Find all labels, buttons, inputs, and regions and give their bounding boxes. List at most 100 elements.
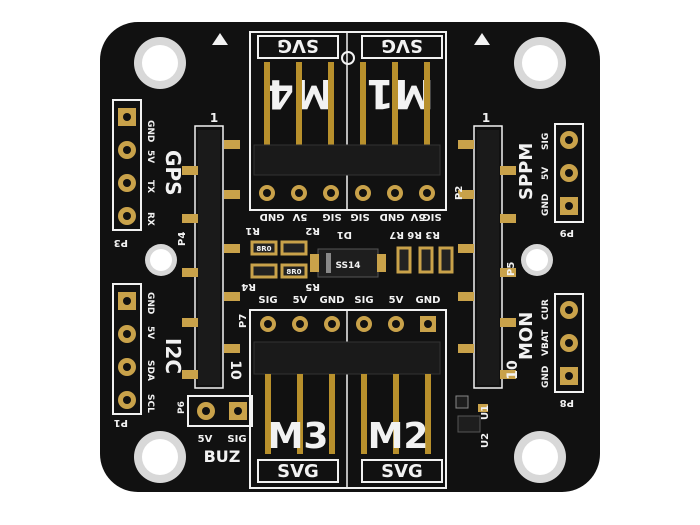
bottom-gold-pins: [265, 374, 431, 454]
buz-connector-outline: [187, 395, 253, 427]
svg-text:R3: R3: [425, 229, 440, 240]
left-header-outline: [194, 125, 224, 389]
bottom-header-plastic: [253, 341, 441, 375]
gps-label: GPS: [161, 150, 185, 195]
motor-label-m3: M3: [268, 416, 329, 457]
bottom-header-outline: [249, 309, 447, 489]
sppm-connector-outline: [554, 123, 584, 223]
svg-text:R7: R7: [389, 229, 404, 240]
right-header-pin-ten: 10: [505, 360, 521, 380]
top-svg-label-right: SVG: [381, 35, 423, 56]
i2c-pin-scl: SCL: [145, 394, 155, 413]
i2c-connector-outline: [112, 283, 142, 415]
sppm-pin-5v: 5V: [541, 167, 551, 180]
sppm-label: SPPM: [516, 143, 537, 200]
top-gold-pins: [264, 62, 430, 147]
i2c-pin-gnd: GND: [145, 292, 155, 314]
gps-ref: P3: [114, 237, 128, 248]
right-header-pins: [458, 140, 516, 379]
svg-text:GND: GND: [260, 211, 285, 222]
i2c-label: I2C: [161, 338, 185, 374]
gps-connector-outline: [112, 99, 142, 231]
bottom-svg-box-right: [361, 459, 443, 483]
reference-labels: R1 R2 D1 R7 R3 R4 R5 R6 P7 U1 U2: [238, 225, 491, 448]
svg-text:R2: R2: [305, 225, 320, 236]
top-svg-box-left: [257, 35, 339, 59]
svg-text:5V: 5V: [293, 295, 308, 306]
buz-pin-5v: 5V: [198, 434, 213, 445]
svg-text:SIG: SIG: [350, 211, 369, 222]
svg-text:R6: R6: [407, 229, 422, 240]
svg-text:GND: GND: [416, 295, 441, 306]
ref-p2: P2: [454, 186, 465, 200]
right-header-outline: [473, 125, 503, 389]
svg-text:D1: D1: [337, 229, 352, 240]
chip-u1: [455, 395, 469, 409]
svg-text:U2: U2: [480, 433, 491, 448]
svg-text:R1: R1: [245, 225, 260, 236]
bottom-pin-labels: SIG 5V GND SIG 5V GND: [258, 295, 440, 306]
top-svg-box-right: [361, 35, 443, 59]
resistor-marking-a: 8R0: [256, 245, 271, 253]
i2c-pin-5v: 5V: [145, 326, 155, 339]
left-header-pins: [182, 140, 240, 379]
ref-p4: P4: [177, 232, 188, 246]
mon-label: MON: [516, 312, 537, 360]
svg-text:GND: GND: [320, 295, 345, 306]
bottom-svg-label-left: SVG: [277, 461, 319, 482]
resistor-marking-b: 8R0: [286, 268, 301, 276]
buz-pin-sig: SIG: [227, 434, 246, 445]
svg-text:5V: 5V: [410, 211, 425, 222]
buz-ref: P6: [177, 401, 187, 414]
top-svg-label-left: SVG: [277, 35, 319, 56]
sppm-ref: P9: [560, 227, 574, 238]
svg-text:U1: U1: [480, 405, 491, 420]
ref-p5: P5: [506, 262, 517, 276]
top-header-outline: [249, 31, 447, 211]
svg-text:SIG: SIG: [354, 295, 373, 306]
gps-pin-tx: TX: [145, 180, 155, 193]
mon-pin-gnd: GND: [541, 366, 551, 388]
sppm-pin-gnd: GND: [541, 194, 551, 216]
svg-text:GND: GND: [380, 211, 405, 222]
mon-pin-cur: CUR: [541, 299, 551, 320]
arrow-marker-left: [212, 33, 228, 45]
gps-pads: [118, 108, 136, 225]
top-index-circle: [341, 51, 355, 65]
gps-pin-gnd: GND: [145, 120, 155, 142]
left-header-pin-ten: 10: [227, 360, 243, 380]
top-header-pads: [259, 185, 435, 201]
sppm-pin-sig: SIG: [541, 133, 551, 150]
svg-text:SIG: SIG: [422, 211, 441, 222]
mon-connector-outline: [554, 293, 584, 393]
chip-u2: [457, 415, 481, 433]
i2c-ref: P1: [114, 417, 128, 428]
svg-text:SIG: SIG: [322, 211, 341, 222]
svg-text:SIG: SIG: [258, 295, 277, 306]
i2c-pads: [118, 292, 136, 409]
motor-label-m2: M2: [368, 416, 429, 457]
gps-pin-5v: 5V: [145, 150, 155, 163]
i2c-pin-sda: SDA: [145, 360, 155, 381]
svg-text:5V: 5V: [389, 295, 404, 306]
diode-marking: SS14: [335, 261, 360, 271]
smd-components: SS14 8R0 8R0: [250, 240, 488, 433]
left-header-pin-one: 1: [210, 111, 218, 125]
right-header-plastic: [477, 130, 499, 385]
mon-ref: P8: [560, 397, 574, 408]
svg-text:R5: R5: [305, 281, 320, 292]
left-header-plastic: [198, 130, 220, 385]
mon-pads: [560, 301, 578, 385]
gps-pin-rx: RX: [145, 212, 155, 226]
arrow-marker-right: [474, 33, 490, 45]
top-pin-labels: GND 5V SIG SIG GND 5V SIG: [260, 211, 442, 222]
mon-pin-vbat: VBAT: [541, 329, 551, 356]
top-header-plastic: [253, 144, 441, 176]
sppm-pads: [560, 131, 578, 215]
svg-text:P7: P7: [238, 314, 249, 328]
motor-label-m1: M1: [366, 70, 434, 116]
buz-label: BUZ: [204, 447, 241, 466]
right-header-pin-one: 1: [482, 111, 490, 125]
buz-pads: [197, 402, 247, 420]
